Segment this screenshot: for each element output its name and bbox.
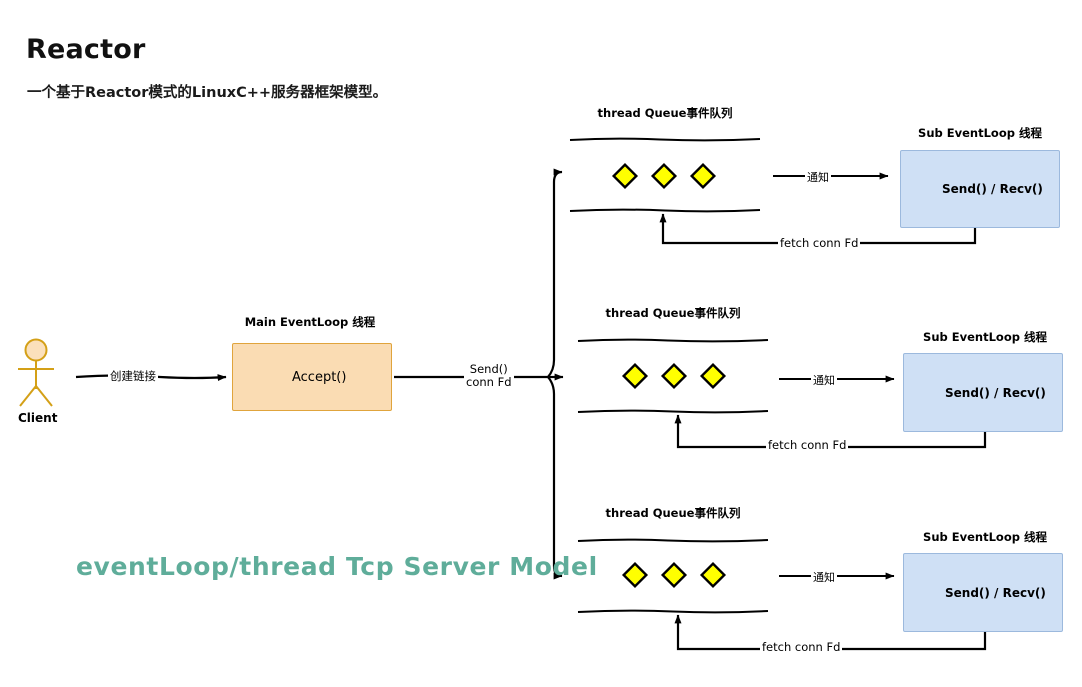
row-3-sub-eventloop-box[interactable] — [903, 553, 1063, 632]
row-2-sub-eventloop-title: Sub EventLoop 线程 — [923, 330, 1047, 344]
row-1-sub-eventloop-box[interactable] — [900, 150, 1060, 228]
queue-line-bottom — [577, 409, 769, 414]
queue-line-bottom — [577, 609, 769, 614]
queue-line-top — [577, 338, 769, 343]
edge-client-to-main — [75, 374, 227, 382]
queue-line-bottom — [569, 208, 761, 213]
row-3-sub-eventloop-title: Sub EventLoop 线程 — [923, 530, 1047, 544]
row-2-sub-eventloop-body: Send() / Recv() — [945, 386, 1046, 400]
row-1-queue-title: thread Queue事件队列 — [597, 106, 733, 120]
branch-to-row-3 — [547, 376, 563, 580]
row-3-sub-eventloop-body: Send() / Recv() — [945, 586, 1046, 600]
event-diamond — [660, 362, 688, 390]
client-actor-caption: Client — [18, 411, 58, 425]
main-eventloop-box[interactable] — [232, 343, 392, 411]
event-diamond — [699, 362, 727, 390]
page-title: Reactor — [26, 34, 146, 65]
row-3-notify-label: 通知 — [811, 569, 837, 585]
client-actor-figure — [18, 338, 54, 407]
event-diamond — [621, 561, 649, 589]
edge-label-send-conn-fd: Send() conn Fd — [464, 362, 514, 390]
event-diamond — [689, 162, 717, 190]
row-1-sub-eventloop-title: Sub EventLoop 线程 — [918, 126, 1042, 140]
row-2-sub-eventloop-box[interactable] — [903, 353, 1063, 432]
row-2-fetch-label: fetch conn Fd — [766, 438, 849, 452]
main-eventloop-body-label: Accept() — [292, 370, 347, 385]
branch-to-row-1 — [547, 168, 563, 378]
queue-line-top — [577, 538, 769, 543]
event-diamond — [621, 362, 649, 390]
event-diamond — [660, 561, 688, 589]
row-1-fetch-label: fetch conn Fd — [778, 236, 861, 250]
row-2-queue-title: thread Queue事件队列 — [605, 306, 741, 320]
footer-caption: eventLoop/thread Tcp Server Model — [76, 552, 598, 581]
main-eventloop-title: Main EventLoop 线程 — [244, 315, 376, 329]
row-1-sub-eventloop-body: Send() / Recv() — [942, 182, 1043, 196]
event-diamond — [611, 162, 639, 190]
row-1-notify-label: 通知 — [805, 169, 831, 185]
event-diamond — [699, 561, 727, 589]
row-3-fetch-label: fetch conn Fd — [760, 640, 843, 654]
event-diamond — [650, 162, 678, 190]
row-2-notify-label: 通知 — [811, 372, 837, 388]
edge-label-create-connection: 创建链接 — [108, 368, 158, 384]
page-subtitle: 一个基于Reactor模式的LinuxC++服务器框架模型。 — [27, 85, 388, 101]
send-conn-fd-line-2: conn Fd — [466, 375, 512, 390]
send-conn-fd-line-1: Send() — [469, 362, 508, 376]
row-3-queue-title: thread Queue事件队列 — [605, 506, 741, 520]
queue-line-top — [569, 137, 761, 142]
